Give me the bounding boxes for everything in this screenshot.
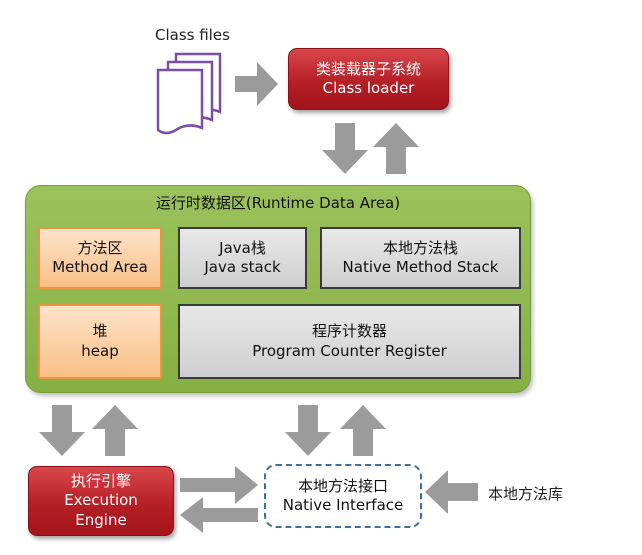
program-counter-box: 程序计数器 Program Counter Register — [178, 304, 521, 379]
class-loader-box: 类装载器子系统 Class loader — [288, 48, 449, 110]
method-area-en: Method Area — [52, 258, 148, 276]
execution-engine-en2: Engine — [75, 510, 127, 529]
arrow-up-icon — [92, 405, 138, 456]
arrow-right-icon — [180, 466, 258, 504]
class-loader-en: Class loader — [322, 79, 415, 97]
java-stack-cn: Java栈 — [219, 238, 266, 257]
native-interface-cn: 本地方法接口 — [297, 476, 388, 495]
native-interface-en: Native Interface — [282, 496, 404, 514]
arrow-down-icon — [39, 405, 85, 456]
class-files-label: Class files — [155, 26, 230, 44]
native-library-label: 本地方法库 — [488, 485, 564, 503]
heap-box: 堆 heap — [38, 304, 162, 379]
native-method-stack-cn: 本地方法栈 — [382, 238, 458, 257]
arrow-up-icon — [373, 123, 419, 174]
method-area-cn: 方法区 — [77, 238, 123, 257]
runtime-data-area-title: 运行时数据区(Runtime Data Area) — [155, 194, 401, 212]
arrow-left-icon — [180, 497, 258, 533]
execution-engine-en1: Execution — [64, 491, 138, 510]
method-area-box: 方法区 Method Area — [38, 227, 162, 289]
execution-engine-cn: 执行引擎 — [70, 471, 131, 490]
heap-cn: 堆 — [92, 322, 108, 340]
native-method-stack-box: 本地方法栈 Native Method Stack — [320, 227, 521, 289]
heap-en: heap — [81, 341, 119, 360]
program-counter-en: Program Counter Register — [252, 341, 447, 360]
arrow-right-icon — [235, 62, 278, 106]
execution-engine-box: 执行引擎 Execution Engine — [28, 466, 174, 536]
arrow-left-icon — [425, 470, 478, 514]
java-stack-en: Java stack — [204, 258, 281, 276]
arrow-down-icon — [285, 405, 331, 456]
java-stack-box: Java栈 Java stack — [178, 227, 307, 289]
native-method-stack-en: Native Method Stack — [342, 258, 499, 276]
program-counter-cn: 程序计数器 — [311, 322, 387, 340]
arrow-up-icon — [340, 405, 386, 456]
arrow-down-icon — [322, 123, 368, 174]
native-interface-box: 本地方法接口 Native Interface — [264, 464, 422, 528]
class-loader-cn: 类装载器子系统 — [315, 59, 421, 78]
document-stack-icon — [156, 52, 222, 135]
